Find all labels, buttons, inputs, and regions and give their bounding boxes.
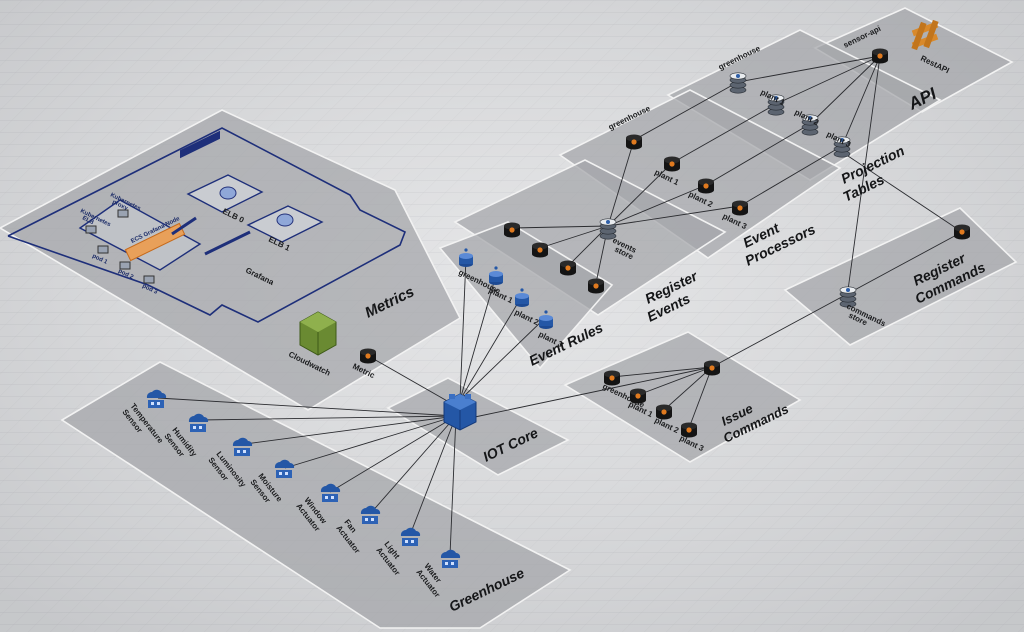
greenhouse-device-4 — [320, 483, 341, 502]
sensor-api-db — [872, 48, 888, 64]
zone-issue-commands — [563, 331, 802, 463]
zone-register-commands — [783, 207, 1018, 346]
issue-command-0 — [604, 370, 620, 386]
greenhouse-device-3 — [274, 459, 295, 478]
projection-table-0 — [729, 72, 747, 94]
event-processor-2 — [698, 178, 714, 194]
greenhouse-device-0 — [146, 389, 167, 408]
metric-db — [360, 348, 376, 364]
zone-iot-core — [386, 377, 570, 476]
iot-core-icon — [443, 393, 477, 431]
projection-table-3 — [833, 136, 851, 158]
event-processor-3 — [732, 200, 748, 216]
register-event-2 — [560, 260, 576, 276]
event-rule-1 — [489, 266, 503, 285]
register-event-1 — [532, 242, 548, 258]
event-rule-0 — [459, 248, 473, 267]
metrics-small-nodes — [85, 209, 155, 284]
projection-table-2 — [801, 114, 819, 136]
issue-command-1 — [630, 388, 646, 404]
greenhouse-device-6 — [400, 527, 421, 546]
issue-command-hub — [704, 360, 720, 376]
greenhouse-device-7 — [440, 549, 461, 568]
connection-lines — [157, 55, 963, 556]
register-event-0 — [504, 222, 520, 238]
greenhouse-device-2 — [232, 437, 253, 456]
register-event-3 — [588, 278, 604, 294]
events-store — [599, 218, 617, 240]
issue-command-3 — [681, 422, 697, 438]
kubernetes-elb-label-2: ELB — [81, 215, 95, 226]
event-rule-3 — [539, 310, 553, 329]
cloudwatch-icon — [299, 311, 337, 356]
event-processor-1 — [664, 156, 680, 172]
projection-table-1 — [767, 94, 785, 116]
commands-store — [839, 286, 857, 308]
greenhouse-device-1 — [188, 413, 209, 432]
issue-command-2 — [656, 404, 672, 420]
event-processor-0 — [626, 134, 642, 150]
register-command-db — [954, 224, 970, 240]
zone-metrics — [0, 109, 462, 411]
api-gateway-icon — [911, 19, 939, 51]
event-rule-2 — [515, 288, 529, 307]
greenhouse-device-5 — [360, 505, 381, 524]
